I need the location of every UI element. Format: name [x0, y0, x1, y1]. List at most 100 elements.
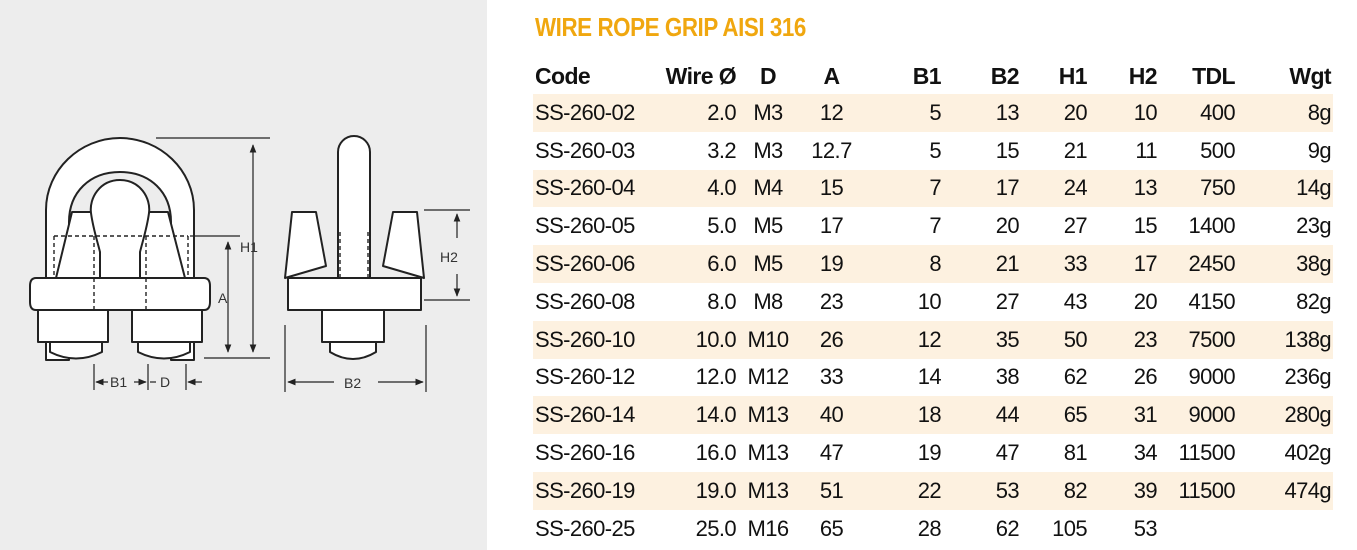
cell-h2: 13 — [1089, 169, 1159, 208]
front-view — [29, 137, 211, 361]
cell-b2: 47 — [943, 434, 1021, 472]
cell-b1: 19 — [865, 434, 943, 472]
cell-b1: 5 — [865, 94, 943, 132]
cell-wire: 12.0 — [643, 358, 738, 397]
cell-tdl — [1159, 509, 1237, 548]
cell-b2: 15 — [943, 131, 1021, 170]
label-a: A — [218, 290, 228, 306]
cell-wgt: 14g — [1237, 169, 1333, 208]
cell-b1: 10 — [865, 282, 943, 321]
cell-code: SS-260-12 — [533, 358, 643, 397]
bolt-tip-right — [137, 341, 191, 360]
cell-code: SS-260-04 — [533, 169, 643, 208]
cell-d: M8 — [738, 282, 798, 321]
nut-right — [131, 309, 203, 343]
cell-a: 23 — [798, 282, 865, 321]
cell-wgt: 9g — [1237, 131, 1333, 170]
cell-d: M3 — [738, 131, 798, 170]
header-wire: Wire Ø — [665, 62, 737, 89]
cell-a: 65 — [798, 509, 865, 548]
u-bolt-shape — [45, 137, 195, 279]
header-a: A — [823, 62, 840, 89]
cell-d: M4 — [738, 169, 798, 208]
cell-code: SS-260-10 — [533, 320, 643, 359]
cell-h1: 105 — [1021, 509, 1089, 548]
cell-wgt: 8g — [1237, 94, 1333, 132]
header-b2: B2 — [990, 62, 1020, 89]
cell-h1: 82 — [1021, 471, 1089, 510]
cell-code: SS-260-14 — [533, 396, 643, 435]
cell-a: 17 — [798, 207, 865, 246]
header-tdl: TDL — [1192, 62, 1236, 89]
cell-d: M10 — [738, 320, 798, 359]
cell-b1: 7 — [865, 207, 943, 246]
cell-tdl: 2450 — [1159, 245, 1237, 283]
label-b1: B1 — [110, 374, 127, 390]
wire-rope-grip-diagram: H1 A B1 D H2 B2 — [29, 135, 470, 392]
saddle-side — [287, 277, 422, 311]
cell-h1: 81 — [1021, 434, 1089, 472]
cell-a: 51 — [798, 471, 865, 510]
cell-d: M13 — [738, 471, 798, 510]
header-h2: H2 — [1128, 62, 1158, 89]
cell-d: M13 — [738, 434, 798, 472]
cell-wgt: 138g — [1237, 320, 1333, 359]
cell-wire: 19.0 — [643, 471, 738, 510]
cell-h1: 65 — [1021, 396, 1089, 435]
cell-b1: 8 — [865, 245, 943, 283]
cell-d: M5 — [738, 207, 798, 246]
label-h1: H1 — [240, 239, 258, 255]
cell-wire: 14.0 — [643, 396, 738, 435]
header-row: Code Wire Ø D A B1 B2 H1 H2 TDL Wgt — [533, 58, 1333, 94]
cell-wire: 8.0 — [643, 282, 738, 321]
table-header: Code Wire Ø D A B1 B2 H1 H2 TDL Wgt — [533, 58, 1333, 94]
cell-d: M13 — [738, 396, 798, 435]
cell-a: 40 — [798, 396, 865, 435]
cell-code: SS-260-03 — [533, 131, 643, 170]
cell-wgt: 402g — [1237, 434, 1333, 472]
cell-h2: 34 — [1089, 434, 1159, 472]
cell-b2: 27 — [943, 282, 1021, 321]
cell-tdl: 7500 — [1159, 320, 1237, 359]
cell-b2: 13 — [943, 94, 1021, 132]
cell-h2: 17 — [1089, 245, 1159, 283]
cell-h2: 11 — [1089, 131, 1159, 170]
cell-b2: 38 — [943, 358, 1021, 397]
cell-h2: 31 — [1089, 396, 1159, 435]
cell-b1: 18 — [865, 396, 943, 435]
cell-wire: 6.0 — [643, 245, 738, 283]
cell-b1: 22 — [865, 471, 943, 510]
cell-b2: 17 — [943, 169, 1021, 208]
cell-tdl: 9000 — [1159, 358, 1237, 397]
cell-b1: 7 — [865, 169, 943, 208]
cell-h2: 23 — [1089, 320, 1159, 359]
cell-b1: 5 — [865, 131, 943, 170]
cell-tdl: 750 — [1159, 169, 1237, 208]
cell-h1: 62 — [1021, 358, 1089, 397]
cell-tdl: 500 — [1159, 131, 1237, 170]
cell-a: 15 — [798, 169, 865, 208]
header-d: D — [759, 62, 777, 89]
cell-code: SS-260-05 — [533, 207, 643, 246]
cell-wgt: 236g — [1237, 358, 1333, 397]
nut-side — [321, 309, 385, 343]
spec-table: Code Wire Ø D A B1 B2 H1 H2 TDL Wgt SS-2… — [533, 58, 1333, 548]
cell-a: 19 — [798, 245, 865, 283]
cell-wire: 5.0 — [643, 207, 738, 246]
cell-wire: 16.0 — [643, 434, 738, 472]
cell-tdl: 4150 — [1159, 282, 1237, 321]
cell-wgt: 82g — [1237, 282, 1333, 321]
cell-a: 33 — [798, 358, 865, 397]
cell-h2: 26 — [1089, 358, 1159, 397]
